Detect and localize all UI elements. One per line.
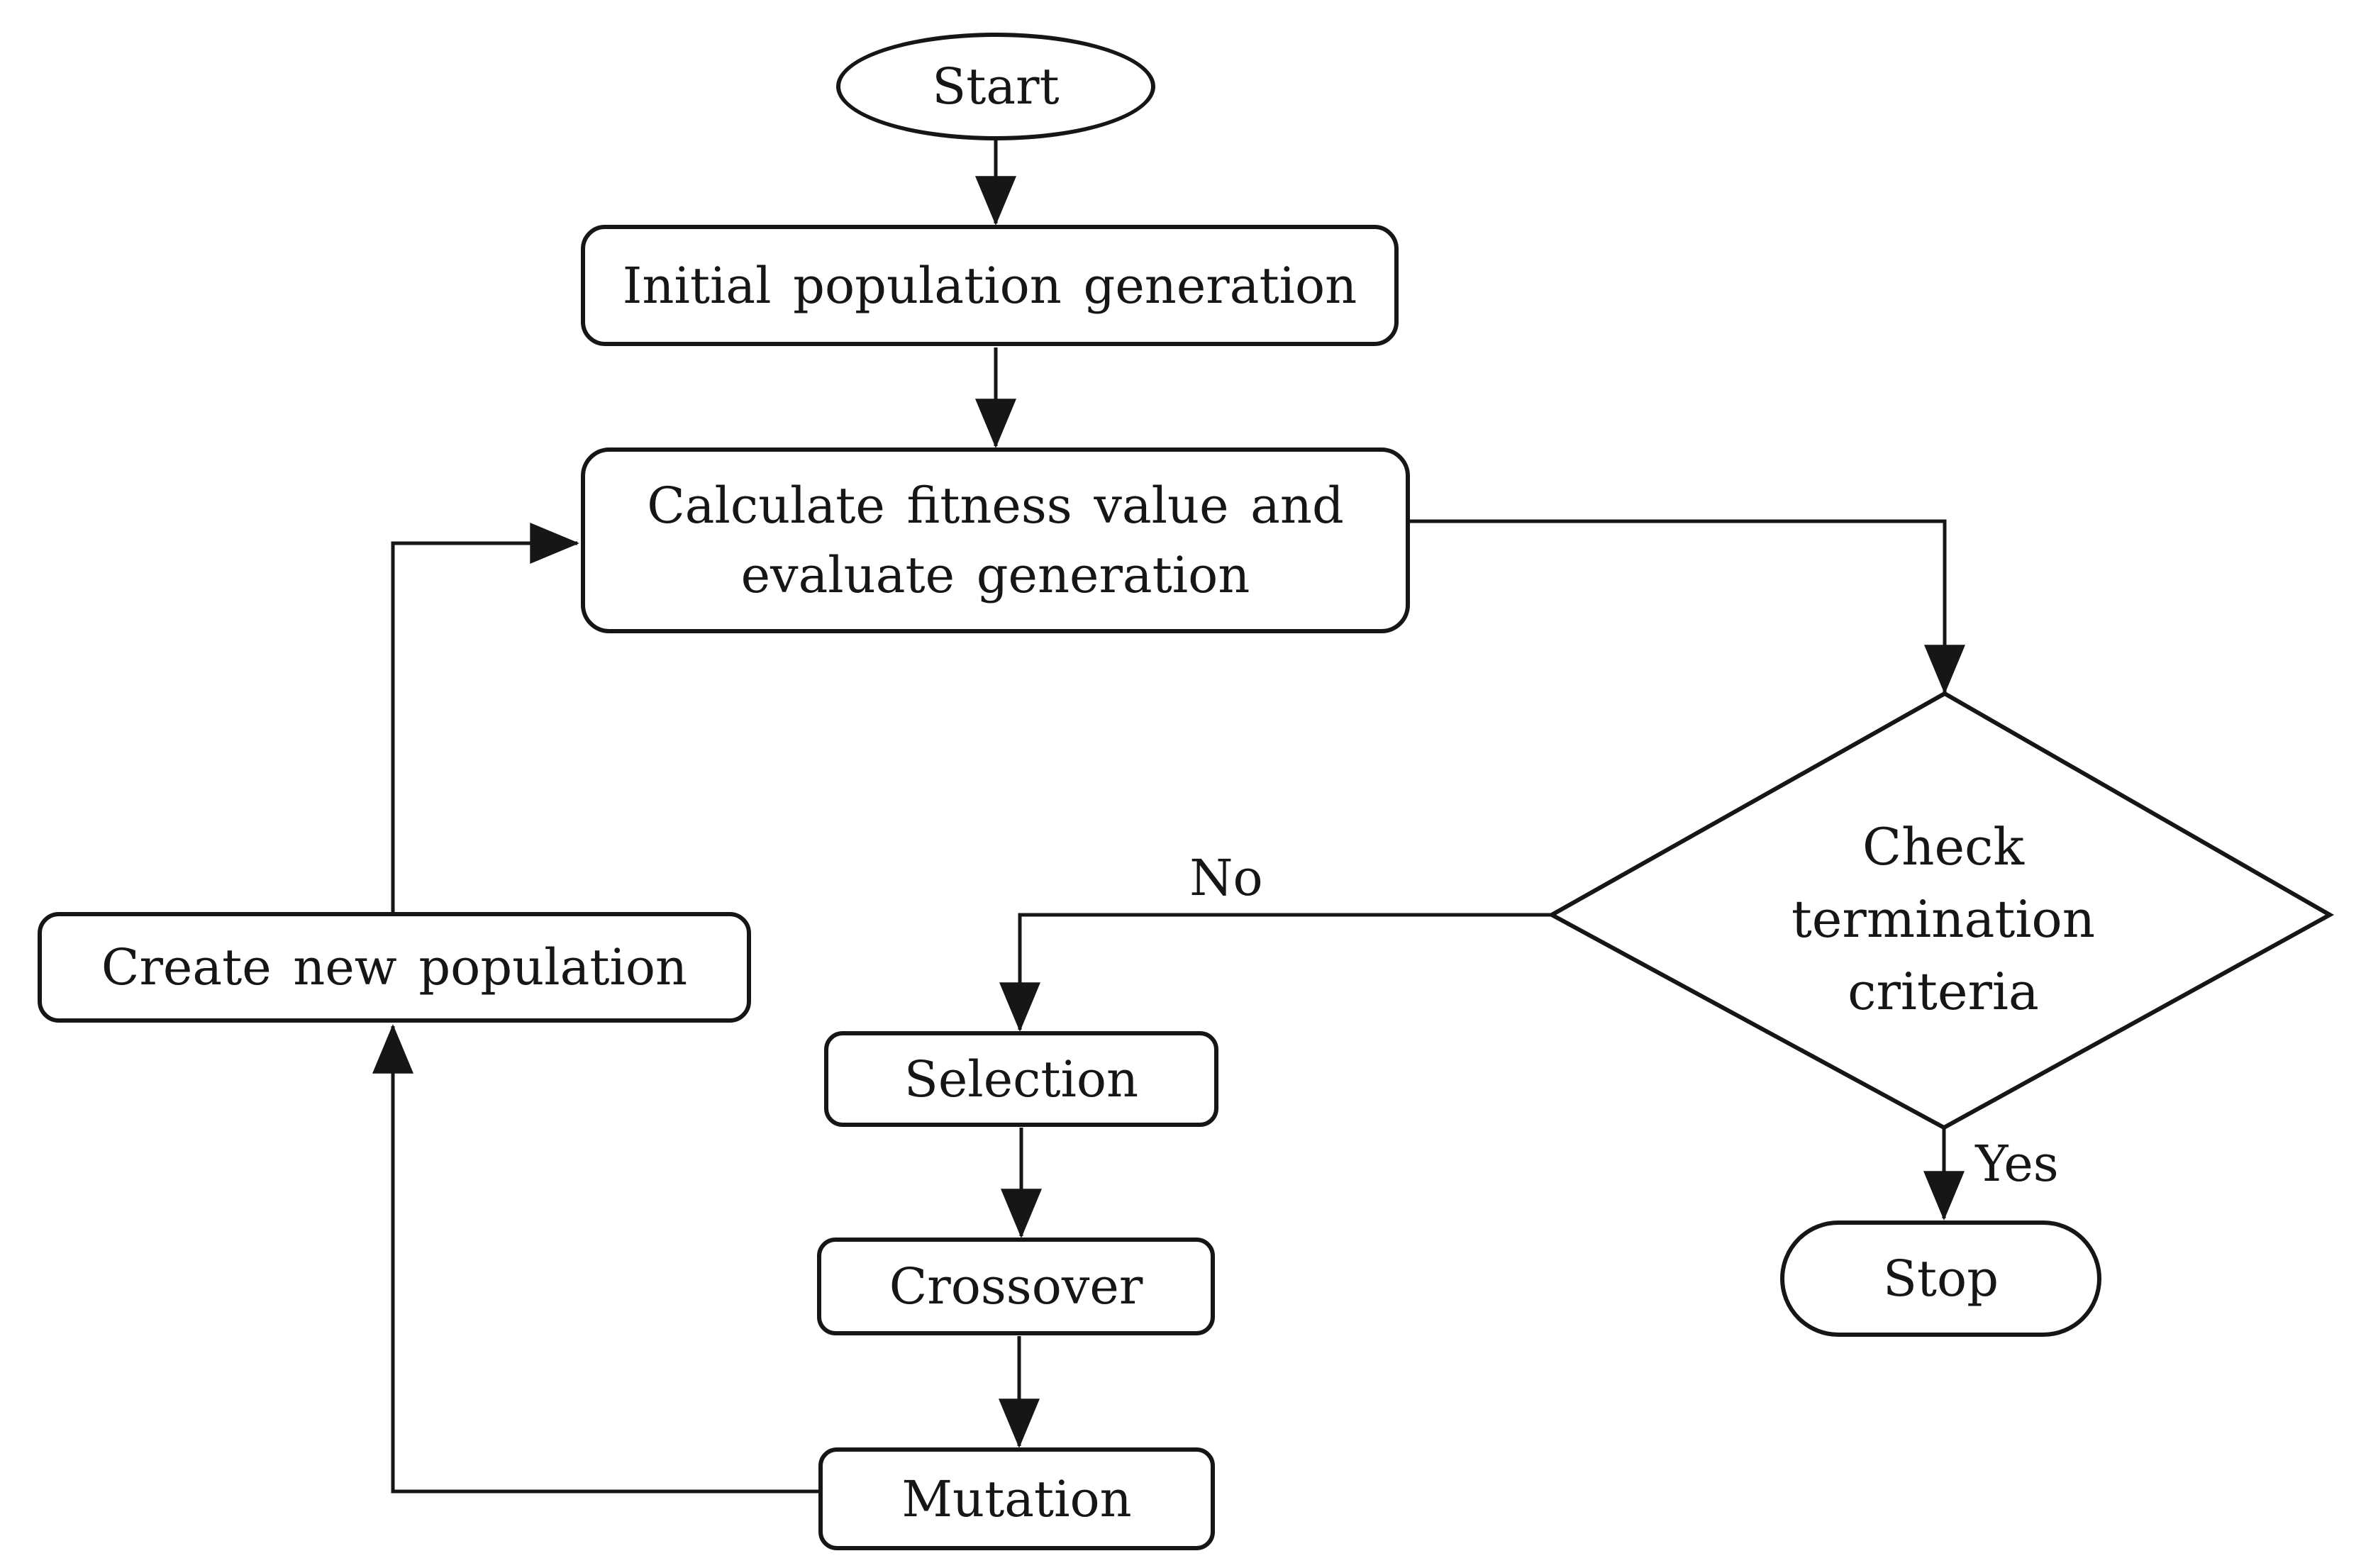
selection-node: Selection: [824, 1031, 1218, 1127]
edge-label-yes: Yes: [1975, 1135, 2059, 1193]
edge-decision-no-to-selection: [999, 913, 1552, 1032]
edge-calculate-to-decision: [1409, 519, 1965, 694]
create-new-population-node: Create new population: [38, 912, 751, 1023]
start-node: Start: [836, 33, 1155, 140]
calculate-fitness-node: Calculate fitness value and evaluate gen…: [581, 447, 1410, 633]
edge-create-to-calculate: [391, 523, 579, 912]
crossover-node: Crossover: [817, 1238, 1215, 1335]
initial-population-node: Initial population generation: [581, 225, 1399, 346]
decision-diamond-shape: [1547, 691, 2335, 1130]
mutation-node: Mutation: [818, 1447, 1215, 1550]
stop-node: Stop: [1780, 1221, 2101, 1337]
edge-label-no: No: [1189, 849, 1263, 907]
check-termination-decision: Check termination criteria: [1791, 816, 2096, 1022]
edge-mutation-to-create: [372, 1024, 818, 1494]
